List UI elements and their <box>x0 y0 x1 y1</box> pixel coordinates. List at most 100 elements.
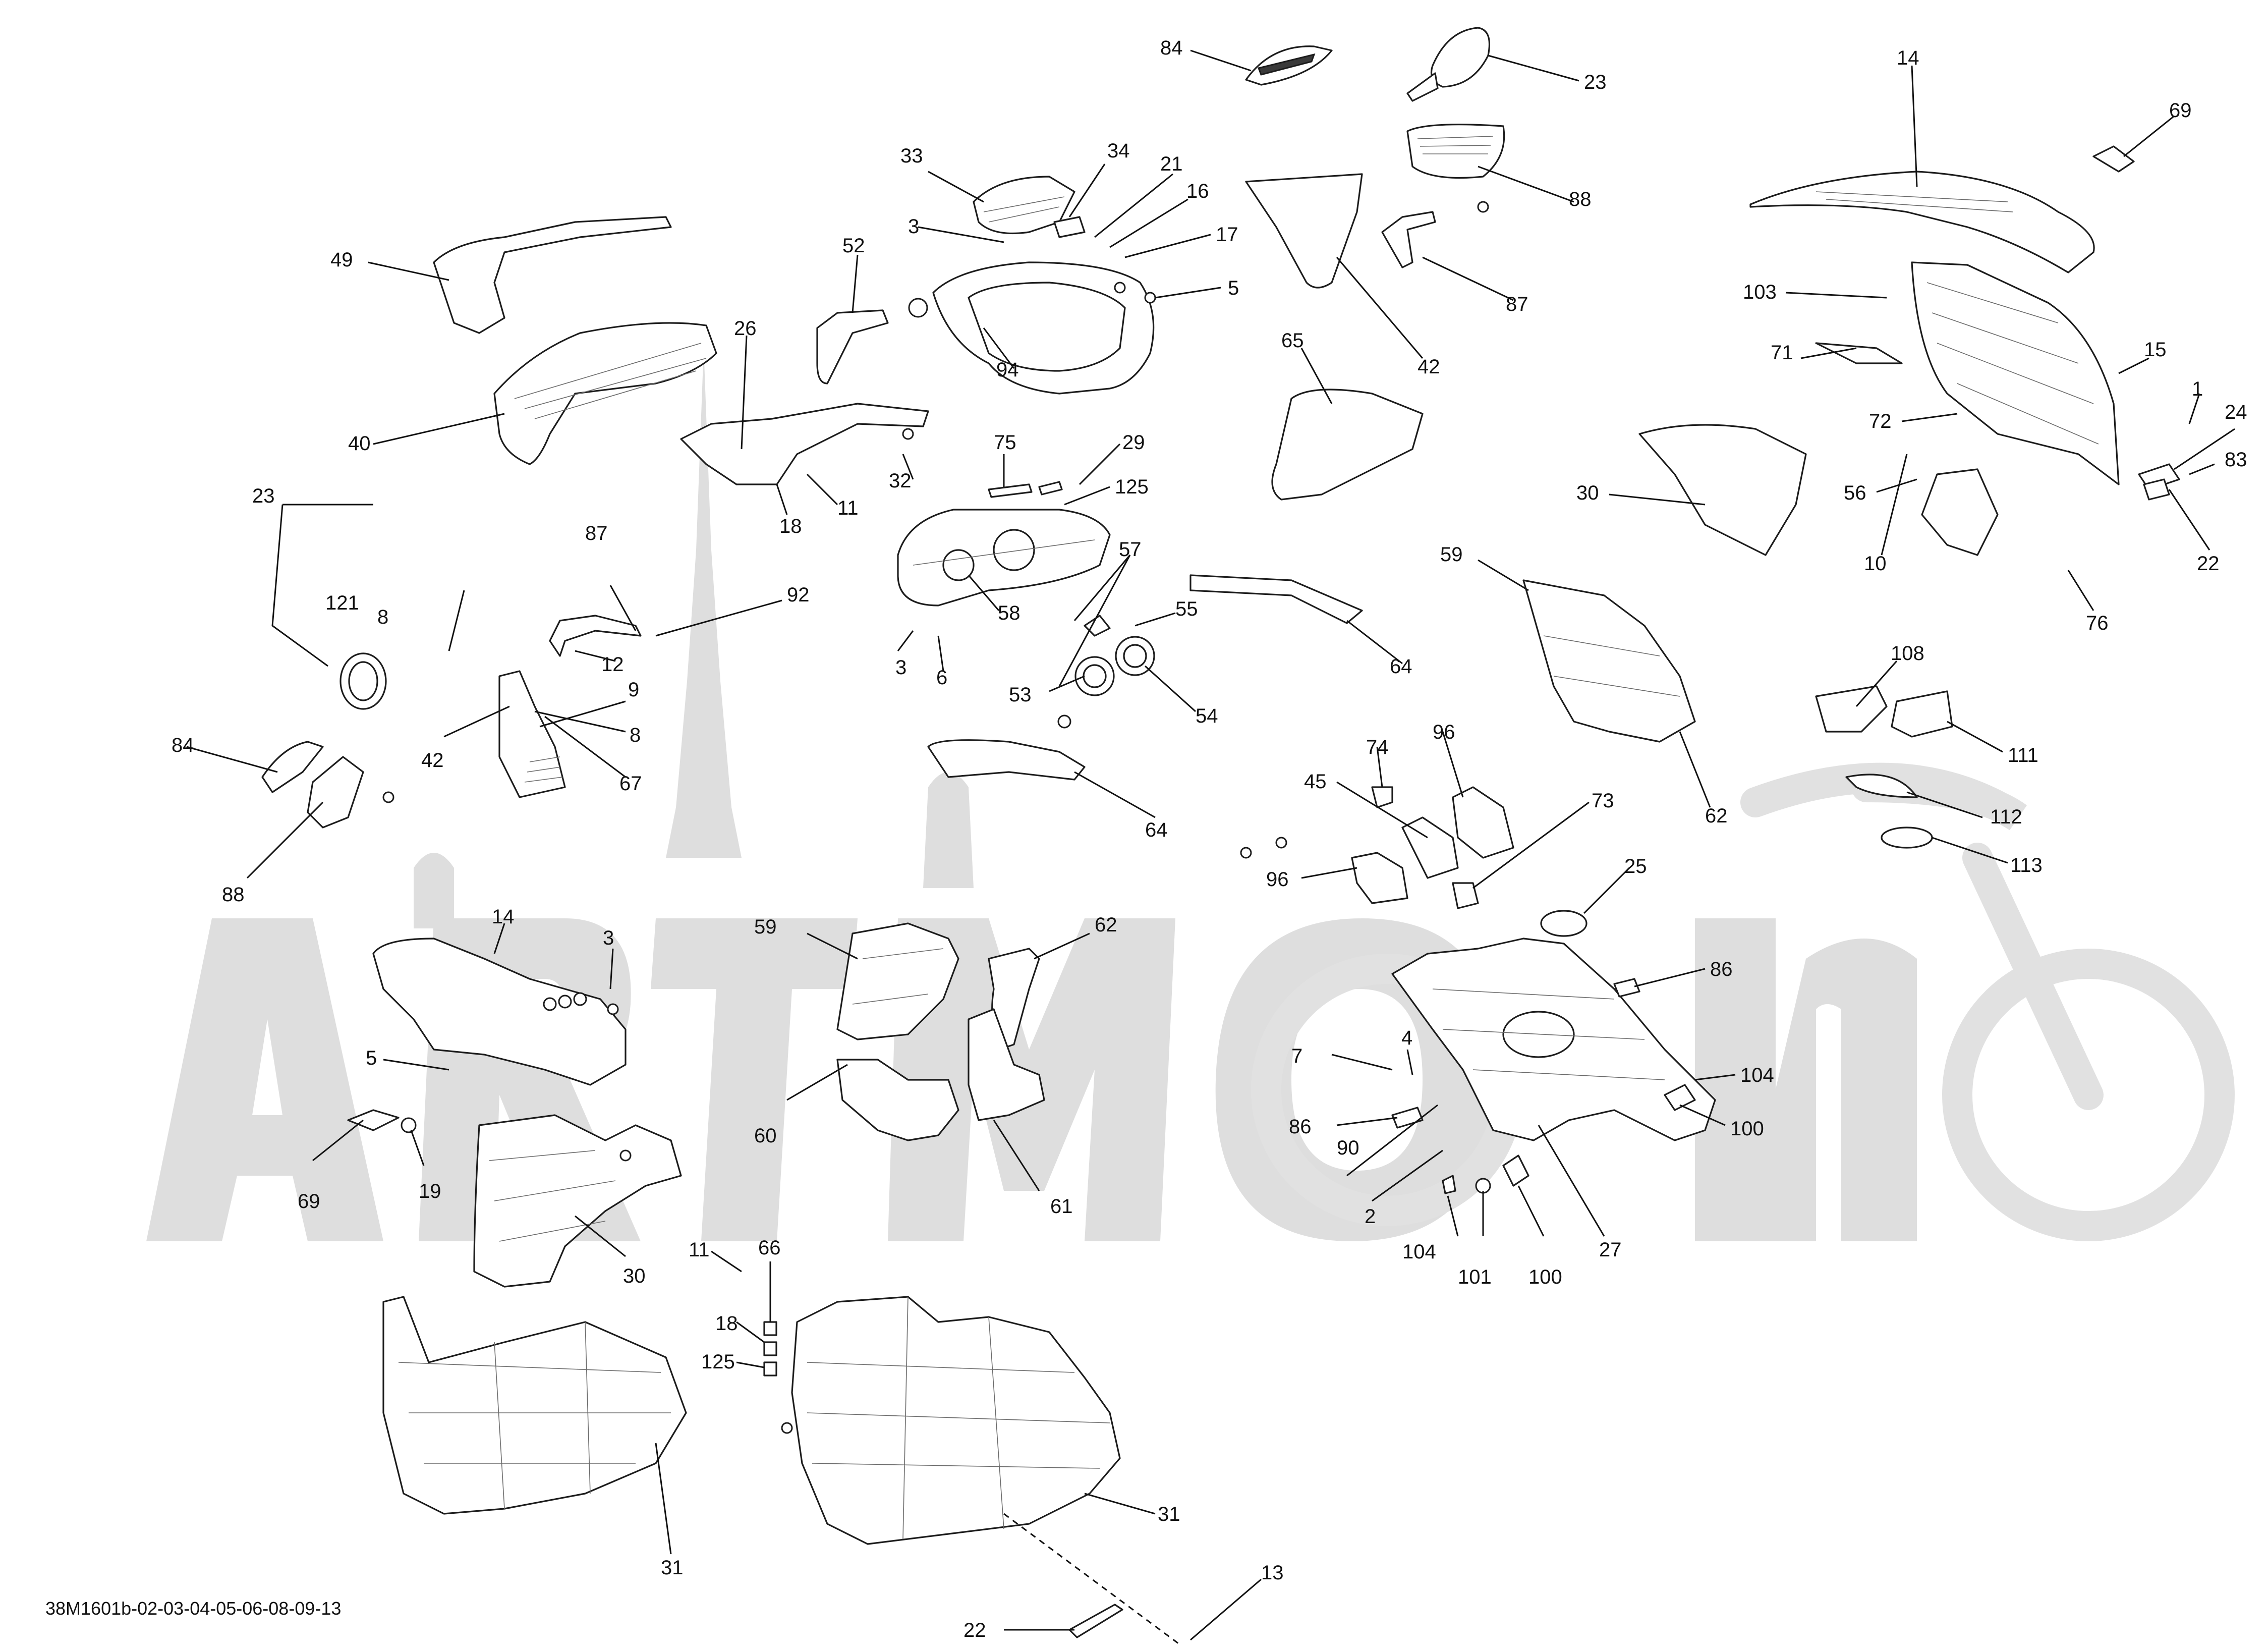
part-34 <box>1053 216 1086 238</box>
callout-86-left: 86 <box>1289 1116 1312 1138</box>
part-53-54-55-rings <box>1074 615 1155 696</box>
callout-112: 112 <box>1990 806 2022 828</box>
callout-101: 101 <box>1458 1266 1492 1288</box>
callout-96-lower: 96 <box>1266 868 1289 891</box>
part-27 <box>1391 938 1716 1141</box>
part-75b <box>1038 481 1063 496</box>
callout-113: 113 <box>2010 854 2043 876</box>
callout-42: 42 <box>1418 356 1440 378</box>
part-30-top <box>1638 424 1807 556</box>
callout-64-upper: 64 <box>1390 655 1412 678</box>
callout-92: 92 <box>787 584 810 606</box>
part-31-right <box>791 1296 1121 1545</box>
watermark-dome-right <box>923 772 974 888</box>
callout-53: 53 <box>1009 684 1032 706</box>
part-94 <box>908 261 1155 395</box>
part-45 <box>1401 816 1459 879</box>
part-84-left <box>261 741 324 793</box>
screw-g <box>781 1422 793 1434</box>
callout-94: 94 <box>996 359 1019 381</box>
part-108 <box>1815 685 1888 733</box>
callout-96-upper: 96 <box>1433 721 1455 743</box>
part-88-top <box>1406 124 1505 179</box>
part-40 <box>493 322 717 465</box>
callout-52: 52 <box>842 235 865 257</box>
callout-22: 22 <box>2197 553 2220 575</box>
part-33 <box>973 176 1075 235</box>
callout-5: 5 <box>1228 277 1239 299</box>
callout-7: 7 <box>1291 1045 1302 1067</box>
callout-57: 57 <box>1119 538 1142 561</box>
callout-19: 19 <box>419 1180 441 1202</box>
part-87-top <box>1381 211 1436 268</box>
screw-a <box>1114 282 1126 294</box>
callout-100-right: 100 <box>1730 1118 1764 1140</box>
callout-86-right: 86 <box>1710 958 1733 980</box>
callout-58: 58 <box>998 602 1020 624</box>
watermark-letter-t <box>651 918 858 1241</box>
callout-42-left: 42 <box>421 749 444 772</box>
callout-67: 67 <box>619 773 642 795</box>
watermark-fork <box>1962 843 2104 1110</box>
callout-18: 18 <box>779 515 802 537</box>
part-19 <box>401 1117 417 1133</box>
watermark-dome-left <box>414 853 454 928</box>
callout-75: 75 <box>994 431 1016 454</box>
screw-b <box>1144 292 1156 304</box>
part-86-left <box>1391 1107 1424 1129</box>
callout-73: 73 <box>1592 790 1614 812</box>
parts-layer <box>261 27 2180 1646</box>
callout-65: 65 <box>1281 329 1304 352</box>
callout-27: 27 <box>1599 1239 1622 1261</box>
part-96-right <box>1452 786 1514 859</box>
part-14-lower <box>372 938 627 1086</box>
callout-32: 32 <box>889 470 912 492</box>
callout-14: 14 <box>1897 47 1919 69</box>
callout-69-lower: 69 <box>298 1190 320 1213</box>
callout-23: 23 <box>1584 71 1607 93</box>
callout-6: 6 <box>936 667 947 689</box>
callout-71: 71 <box>1771 342 1793 364</box>
part-113 <box>1881 827 1933 849</box>
callout-13: 13 <box>1261 1562 1284 1584</box>
screw-d <box>1057 714 1071 729</box>
callout-64-lower: 64 <box>1145 819 1168 841</box>
callout-8-left: 8 <box>630 724 641 746</box>
callout-21: 21 <box>1160 153 1183 175</box>
part-101 <box>1475 1178 1491 1194</box>
part-31-left <box>382 1296 687 1515</box>
part-58 <box>897 509 1111 607</box>
part-69-top <box>2092 145 2135 173</box>
screw-k <box>382 791 394 803</box>
callout-31-right: 31 <box>1158 1503 1180 1525</box>
part-125-lower <box>763 1361 777 1377</box>
part-30-lower <box>473 1114 682 1288</box>
watermark-letters-tail <box>1695 918 1917 1241</box>
callout-12: 12 <box>601 653 624 676</box>
callout-104-right: 104 <box>1740 1064 1774 1086</box>
callout-34: 34 <box>1107 140 1130 162</box>
callout-56: 56 <box>1844 482 1866 504</box>
part-84-top <box>1245 45 1333 86</box>
callout-60: 60 <box>754 1125 777 1147</box>
watermark-letter-a <box>146 918 383 1241</box>
part-14-top <box>1749 171 2095 273</box>
part-88-left <box>307 756 364 829</box>
part-64-lower <box>927 739 1086 781</box>
callout-23-left: 23 <box>252 485 275 507</box>
callout-14-lower: 14 <box>492 906 515 928</box>
callout-88-left: 88 <box>222 884 245 906</box>
screw-i <box>1275 837 1287 849</box>
part-23-mirror-left <box>271 504 465 710</box>
callout-30-lower: 30 <box>623 1265 646 1287</box>
part-111 <box>1891 690 1953 738</box>
callout-100-lower: 100 <box>1528 1266 1562 1288</box>
callout-54: 54 <box>1196 705 1218 727</box>
callout-62-lower: 62 <box>1095 914 1117 936</box>
part-100-right <box>1664 1084 1696 1111</box>
callout-labels: 84 23 14 69 33 34 21 16 17 5 3 52 94 88 … <box>45 37 2247 1641</box>
part-64-upper <box>1189 574 1363 624</box>
callout-103: 103 <box>1743 281 1777 303</box>
callout-83: 83 <box>2225 449 2247 471</box>
